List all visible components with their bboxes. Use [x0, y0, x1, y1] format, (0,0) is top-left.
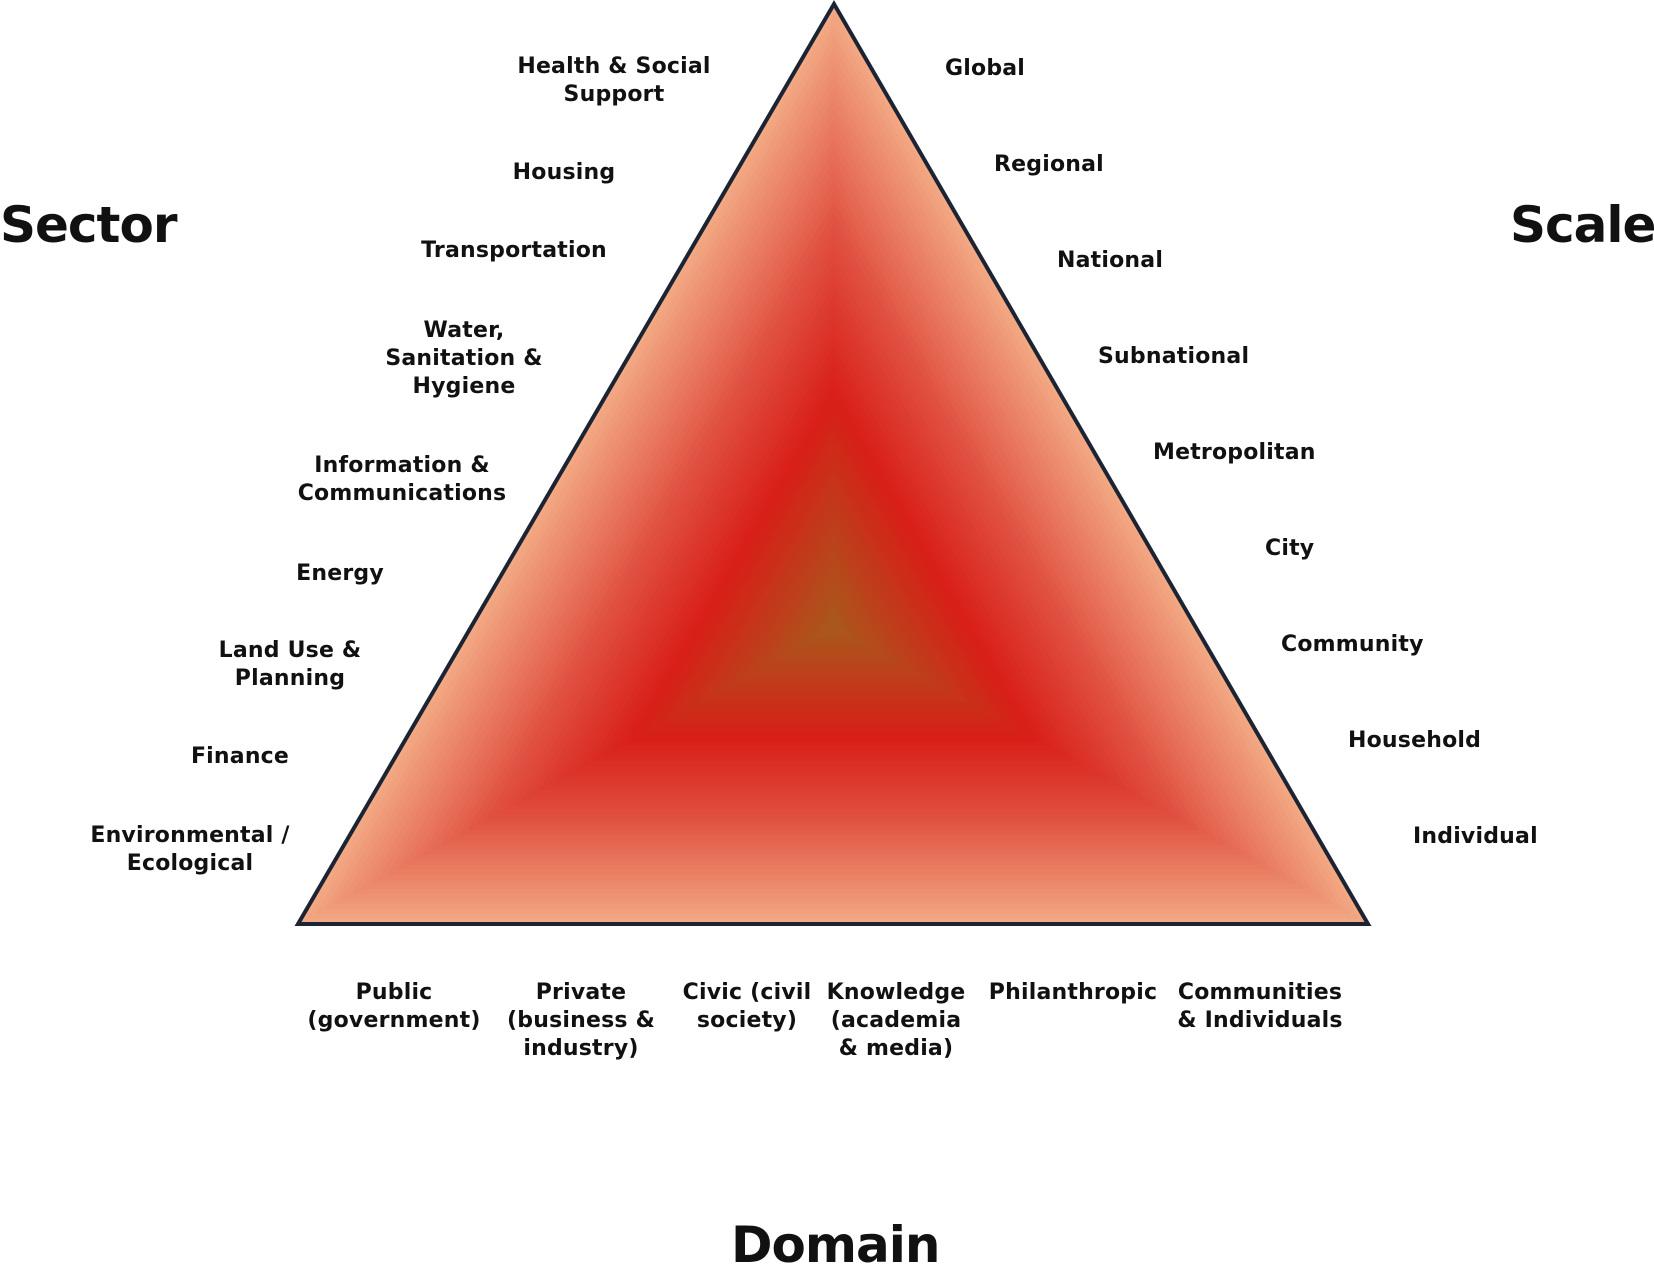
sector-label: Finance: [190, 744, 290, 769]
sector-label: Water, Sanitation & Hygiene: [385, 318, 543, 399]
scale-label: Subnational: [1098, 344, 1250, 369]
scale-label: Regional: [994, 152, 1104, 177]
domain-label: Communities & Individuals: [1177, 980, 1343, 1033]
scale-label: Metropolitan: [1153, 440, 1316, 465]
scale-label: Global: [945, 56, 1026, 81]
domain-axis-title: Domain: [731, 1216, 940, 1274]
sector-axis-title: Sector: [0, 196, 177, 254]
sector-label: Environmental / Ecological: [90, 823, 290, 876]
domain-label: Public (government): [307, 980, 481, 1033]
scale-label: Community: [1281, 632, 1424, 657]
scale-axis-title: Scale: [1510, 196, 1654, 254]
domain-label: Philanthropic: [988, 980, 1158, 1005]
sector-label: Transportation: [421, 238, 607, 263]
sector-label: Housing: [512, 160, 616, 185]
scale-label: Individual: [1413, 824, 1538, 849]
domain-label: Civic (civil society): [682, 980, 812, 1033]
domain-label: Private (business & industry): [507, 980, 655, 1061]
sector-label: Health & Social Support: [517, 54, 711, 107]
gradient-band: [824, 616, 843, 633]
sector-label: Energy: [296, 561, 384, 586]
scale-label: National: [1057, 248, 1164, 273]
sector-label: Information & Communications: [297, 453, 507, 506]
scale-label: Household: [1348, 728, 1482, 753]
sector-label: Land Use & Planning: [218, 638, 362, 691]
domain-label: Knowledge (academia & media): [826, 980, 966, 1061]
triangle-outline: [294, 0, 1372, 926]
scale-label: City: [1265, 536, 1315, 561]
